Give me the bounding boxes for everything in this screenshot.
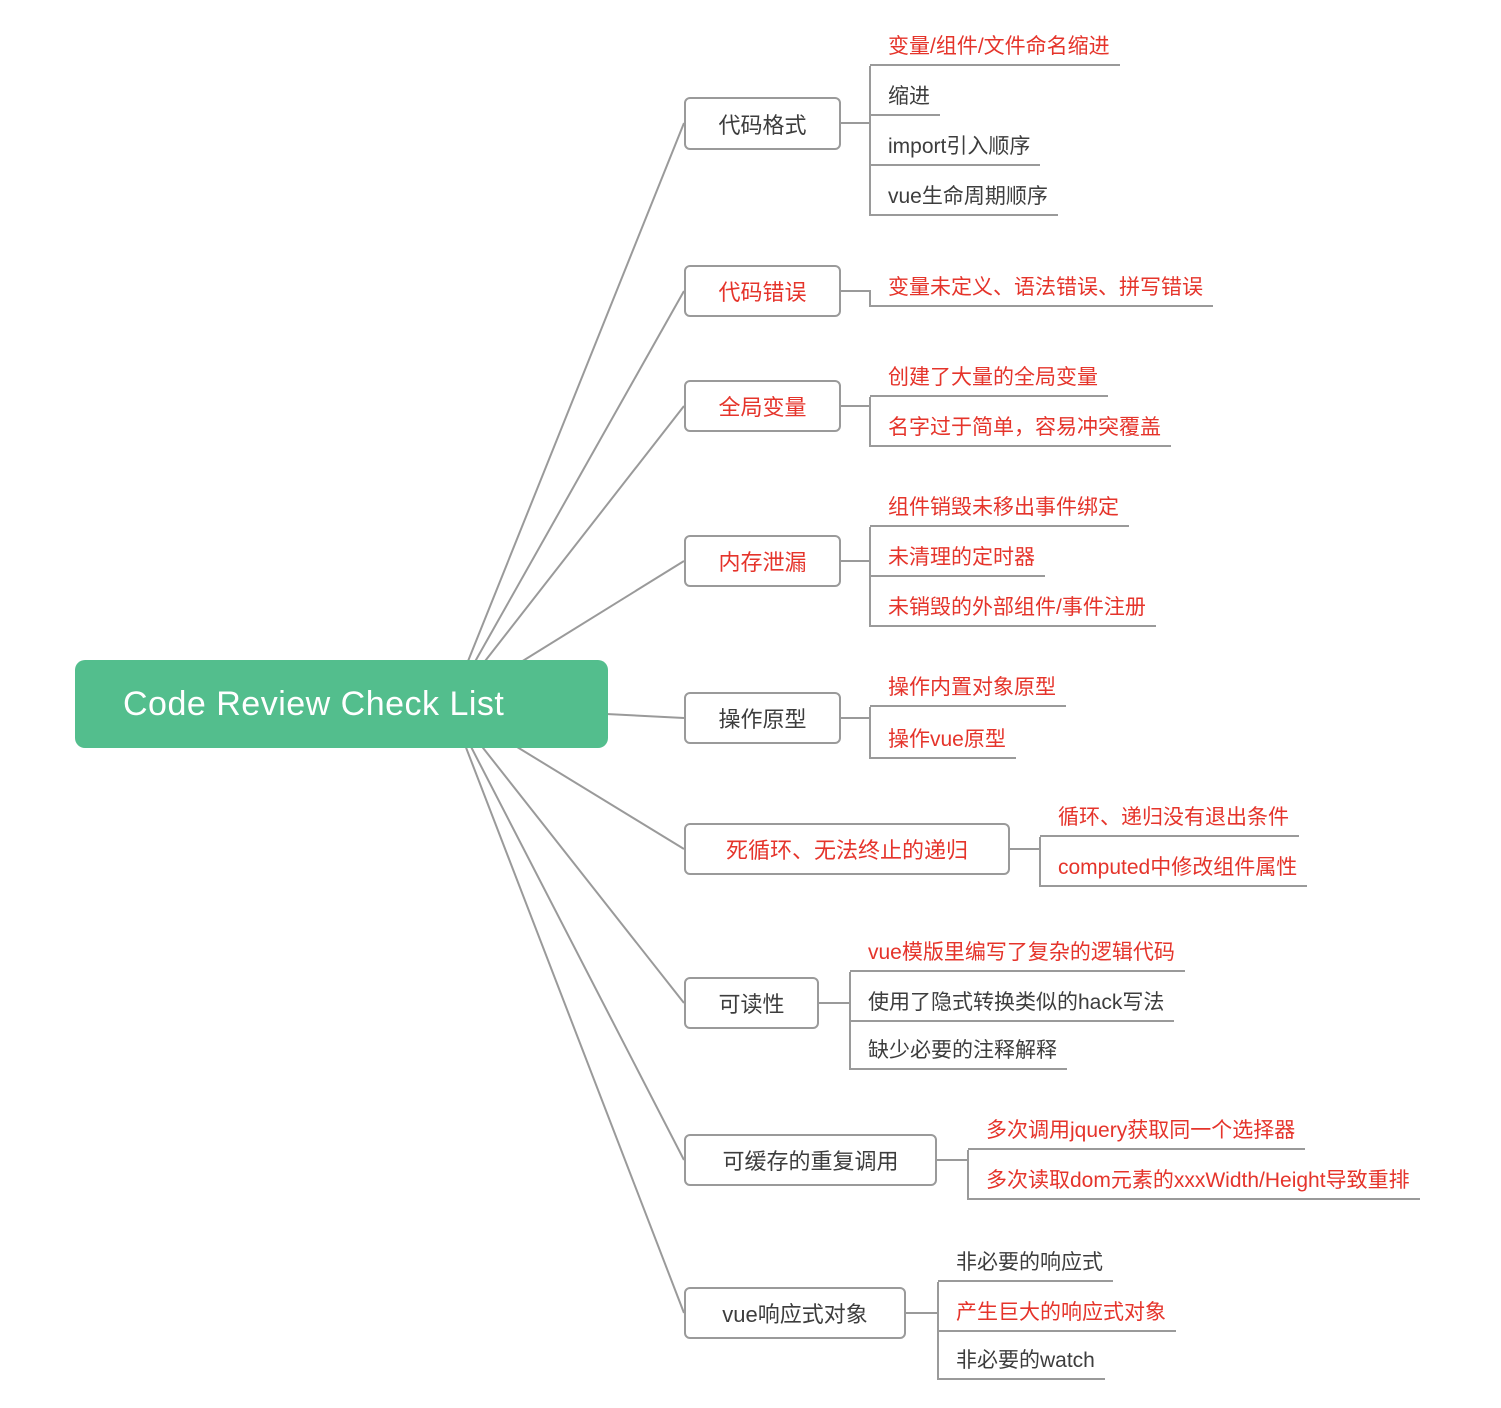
leaf-node[interactable]: vue模版里编写了复杂的逻辑代码 xyxy=(850,941,1185,972)
branch-label: 代码格式 xyxy=(718,112,807,138)
leaf-node[interactable]: 缩进 xyxy=(870,85,940,116)
branch-label: vue响应式对象 xyxy=(722,1302,868,1327)
branch-label: 可缓存的重复调用 xyxy=(722,1149,899,1174)
leaf-node[interactable]: 多次调用jquery获取同一个选择器 xyxy=(968,1119,1306,1150)
leaf-node[interactable]: 组件销毁未移出事件绑定 xyxy=(870,496,1129,527)
leaf-node[interactable]: vue生命周期顺序 xyxy=(870,185,1058,216)
branch-prototype-manipulation[interactable]: 操作原型 xyxy=(684,692,841,744)
leaf-node[interactable]: 非必要的响应式 xyxy=(938,1251,1113,1282)
branch-readability[interactable]: 可读性 xyxy=(684,977,819,1029)
leaf-node[interactable]: 使用了隐式转换类似的hack写法 xyxy=(850,991,1175,1022)
leaf-node[interactable]: 名字过于简单，容易冲突覆盖 xyxy=(870,416,1171,447)
leaf-node[interactable]: 变量未定义、语法错误、拼写错误 xyxy=(870,276,1213,307)
leaf-node[interactable]: import引入顺序 xyxy=(870,135,1041,166)
branch-code-errors[interactable]: 代码错误 xyxy=(684,265,841,317)
leaf-node[interactable]: 操作内置对象原型 xyxy=(870,676,1066,707)
root-node[interactable]: Code Review Check List xyxy=(75,660,608,748)
leaf-node[interactable]: 产生巨大的响应式对象 xyxy=(938,1301,1176,1332)
leaf-node[interactable]: 缺少必要的注释解释 xyxy=(850,1039,1067,1070)
leaf-node[interactable]: 非必要的watch xyxy=(938,1349,1105,1380)
leaf-node[interactable]: 未清理的定时器 xyxy=(870,546,1045,577)
leaf-node[interactable]: 变量/组件/文件命名缩进 xyxy=(870,35,1120,66)
leaf-node[interactable]: 多次读取dom元素的xxxWidth/Height导致重排 xyxy=(968,1169,1420,1200)
branch-global-variables[interactable]: 全局变量 xyxy=(684,380,841,432)
leaf-node[interactable]: 操作vue原型 xyxy=(870,728,1016,759)
branch-label: 死循环、无法终止的递归 xyxy=(725,838,968,863)
branch-label: 代码错误 xyxy=(718,280,807,305)
branch-infinite-loop-recursion[interactable]: 死循环、无法终止的递归 xyxy=(684,823,1010,875)
root-node-label: Code Review Check List xyxy=(123,684,505,723)
branch-label: 可读性 xyxy=(718,992,785,1017)
branch-label: 全局变量 xyxy=(718,395,807,420)
branch-cacheable-repeated-calls[interactable]: 可缓存的重复调用 xyxy=(684,1134,937,1186)
branch-code-format[interactable]: 代码格式 xyxy=(684,97,841,150)
branch-label: 操作原型 xyxy=(718,707,807,732)
leaf-node[interactable]: 创建了大量的全局变量 xyxy=(870,366,1108,397)
branch-memory-leaks[interactable]: 内存泄漏 xyxy=(684,535,841,587)
leaf-node[interactable]: computed中修改组件属性 xyxy=(1040,856,1308,887)
leaf-node[interactable]: 未销毁的外部组件/事件注册 xyxy=(870,596,1156,627)
branch-vue-reactive-objects[interactable]: vue响应式对象 xyxy=(684,1287,906,1339)
branch-label: 内存泄漏 xyxy=(718,550,807,575)
leaf-node[interactable]: 循环、递归没有退出条件 xyxy=(1040,806,1299,837)
